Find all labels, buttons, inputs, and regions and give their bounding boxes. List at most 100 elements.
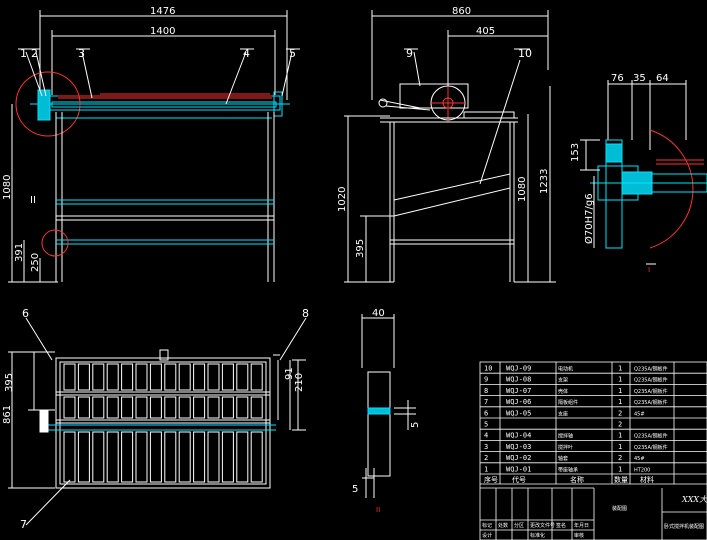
plan-cell [121, 396, 134, 419]
plan-cell [221, 431, 234, 483]
dim-side-1080: 1080 [517, 177, 528, 202]
bom-cell-no: 7 [484, 398, 488, 406]
dim-35: 35 [633, 73, 646, 84]
plan-cell [164, 363, 177, 391]
bom-cell-name: 带座轴承 [558, 466, 578, 473]
bom-cell-qty: 2 [618, 454, 622, 462]
title-label-design: 设计 [482, 532, 492, 539]
plan-cell [121, 363, 134, 391]
plan-cell [121, 431, 134, 483]
bom-cell-qty: 1 [618, 398, 622, 406]
dim-front-391: 391 [14, 243, 25, 262]
bom-cell-code: WQJ-08 [506, 376, 531, 384]
bom-cell-name: 搅拌轴 [558, 433, 573, 440]
bom-cell-name: 轴套 [558, 455, 568, 462]
bom-cell-no: 10 [484, 365, 492, 373]
plan-cell [221, 396, 234, 419]
bom-cell-qty: 1 [618, 387, 622, 395]
title-label-zone: 分区 [514, 522, 524, 529]
bom-cell-name: 支座 [558, 410, 568, 417]
plan-cell [164, 396, 177, 419]
bom-cell-code: WQJ-07 [506, 387, 531, 395]
bom-header-material: 材料 [640, 475, 654, 484]
dim-front-250: 250 [30, 253, 41, 272]
bom-cell-code: WQJ-04 [506, 432, 531, 440]
plan-cell [77, 363, 90, 391]
plan-cell [135, 396, 148, 419]
plan-cell [106, 431, 119, 483]
bom-cell-qty: 1 [618, 365, 622, 373]
plan-cell [106, 363, 119, 391]
balloon-6: 6 [22, 307, 29, 320]
title-label-count: 处数 [498, 522, 508, 529]
bom-cell-mat: 45# [634, 456, 645, 462]
plan-cell [135, 431, 148, 483]
bom-cell-mat: Q235A/钢板件 [634, 366, 668, 373]
bom-cell-mat: 45# [634, 411, 645, 417]
balloon-2: 2 [31, 47, 38, 60]
dim-91: 91 [284, 367, 295, 380]
dim-1400: 1400 [150, 26, 175, 37]
bom-header-name: 名称 [570, 475, 584, 484]
plan-view [8, 317, 307, 526]
bom-cell-mat: Q235A/钢板件 [634, 444, 668, 451]
bom-cell-no: 2 [484, 454, 488, 462]
bom-cell-qty: 2 [618, 421, 622, 429]
dim-5-bottom: 5 [352, 484, 358, 495]
bom-cell-code: WQJ-01 [506, 465, 531, 473]
dim-1233: 1233 [539, 169, 550, 194]
title-label-date: 年月日 [574, 522, 589, 529]
bom-cell-qty: 2 [618, 409, 622, 417]
bom-cell-mat: Q235A/钢板件 [634, 377, 668, 384]
plan-cell [250, 431, 263, 483]
bom-cell-mat: Q235A/钢板件 [634, 399, 668, 406]
side-view [344, 10, 556, 283]
balloon-10: 10 [518, 47, 532, 60]
dim-5-right: 5 [410, 422, 421, 428]
plan-cell [236, 363, 249, 391]
plan-cell [178, 363, 191, 391]
title-label-mark: 标记 [482, 522, 492, 529]
plan-cell [149, 431, 162, 483]
dim-210: 210 [294, 373, 305, 392]
bom-cell-no: 3 [484, 443, 488, 451]
bom-cell-name: 支架 [558, 377, 568, 384]
bom-cell-mat: Q235A/钢板件 [634, 433, 668, 440]
detail-view-i [580, 80, 707, 265]
dim-153: 153 [570, 143, 581, 162]
plan-cell [63, 431, 76, 483]
title-label-sign: 签名 [556, 522, 566, 529]
bom-row-lines [480, 372, 707, 475]
plan-cell [149, 363, 162, 391]
front-view [8, 10, 300, 283]
bom-cell-code: WQJ-02 [506, 454, 531, 462]
plan-cell [193, 431, 206, 483]
title-label-change-doc: 更改文件号 [530, 522, 555, 529]
bom-cell-code: WQJ-05 [506, 409, 531, 417]
bom-header-code: 代号 [512, 475, 526, 484]
bom-cell-code: WQJ-03 [506, 443, 531, 451]
section-view [361, 314, 416, 498]
plan-cell [92, 431, 105, 483]
plan-cell [207, 431, 220, 483]
balloon-3: 3 [78, 47, 85, 60]
bom-cell-no: 4 [484, 432, 488, 440]
dim-76: 76 [611, 73, 624, 84]
dim-fit-70: Ø70H7/g6 [583, 193, 595, 244]
bom-cell-name: 搅拌叶 [558, 444, 573, 451]
plan-cell [250, 396, 263, 419]
bom-cell-no: 9 [484, 376, 488, 384]
dim-405: 405 [476, 26, 495, 37]
dim-1020: 1020 [337, 187, 348, 212]
plan-cell [207, 363, 220, 391]
bom-cell-name: 隔板组件 [558, 399, 578, 406]
section-mark-ii: II [376, 506, 380, 514]
plan-cell [221, 363, 234, 391]
balloon-9: 9 [406, 47, 413, 60]
plan-cell [63, 396, 76, 419]
title-label-review: 审核 [574, 532, 584, 539]
title-machine-name: 卧式搅拌机装配图 [664, 523, 704, 530]
dim-861: 861 [2, 405, 13, 424]
